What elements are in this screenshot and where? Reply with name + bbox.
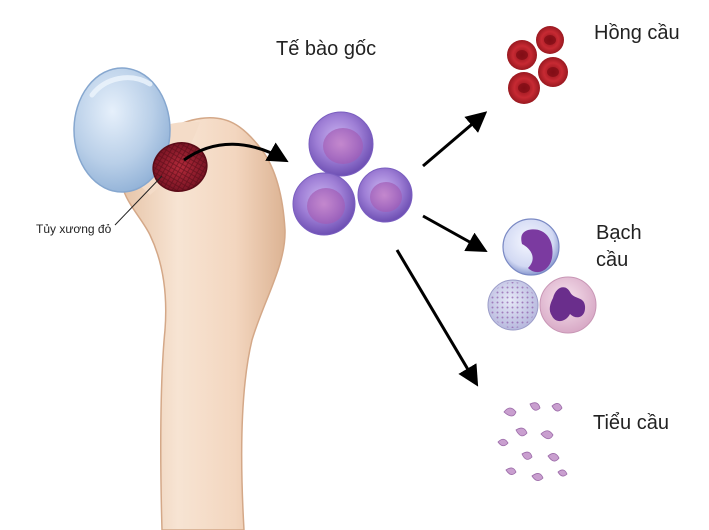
platelet <box>505 467 517 475</box>
red-blood-cell <box>536 26 564 54</box>
arrow-to-stem-cells <box>183 142 289 163</box>
stem-cell <box>292 172 356 236</box>
platelet <box>503 407 517 417</box>
stem-cell <box>308 111 374 177</box>
neutrophil <box>539 276 597 334</box>
arrow-to-platelets <box>395 249 479 387</box>
platelets <box>497 402 568 481</box>
label-platelets: Tiểu cầu <box>593 412 669 434</box>
stem-cell <box>357 167 413 223</box>
arrow-to-white-cells <box>422 214 488 253</box>
red-blood-cell <box>538 57 568 87</box>
platelet <box>551 403 563 412</box>
platelet <box>521 451 533 460</box>
marrow-pointer <box>114 175 163 226</box>
label-red-cells: Hồng cầu <box>594 22 680 44</box>
red-blood-cell <box>508 72 540 104</box>
femoral-head <box>73 67 171 193</box>
red-blood-cells <box>507 26 568 104</box>
platelet <box>540 430 554 440</box>
stem-cell-cluster <box>292 111 413 236</box>
platelet <box>515 427 528 437</box>
label-red-marrow: Tủy xương đỏ <box>36 222 112 236</box>
bone-shaft <box>119 117 286 530</box>
arrow-to-red-cells <box>422 111 488 168</box>
white-blood-cells <box>487 218 597 334</box>
femur-bone <box>73 67 286 530</box>
red-blood-cell <box>507 40 537 70</box>
platelet <box>557 469 568 477</box>
platelet <box>529 402 541 411</box>
label-stem-cells: Tế bào gốc <box>276 38 377 60</box>
basophil <box>487 279 539 331</box>
platelet <box>547 453 560 462</box>
platelet <box>497 438 509 447</box>
platelet <box>531 473 544 481</box>
lymphocyte <box>502 218 560 276</box>
